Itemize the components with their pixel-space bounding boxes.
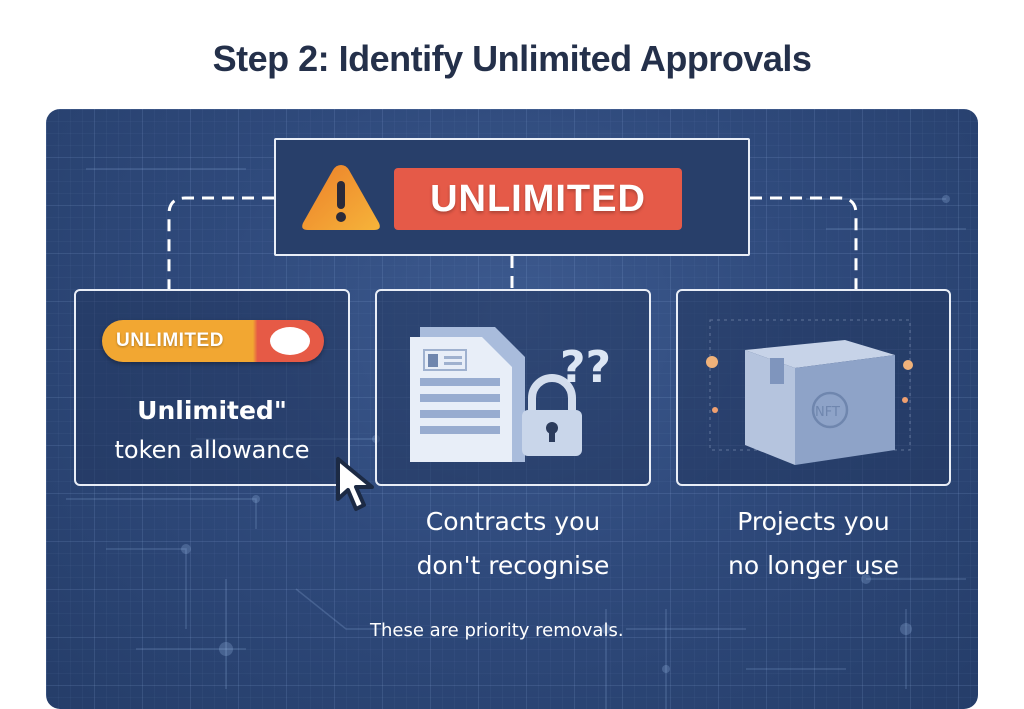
document-lock-question-icon: ?? bbox=[410, 327, 611, 462]
caption-contracts: Contracts you don't recognise bbox=[375, 500, 651, 588]
svg-text:??: ?? bbox=[560, 342, 611, 393]
caption-projects-line-2: no longer use bbox=[728, 551, 899, 580]
caption-contracts-line-2: don't recognise bbox=[416, 551, 610, 580]
toggle-label: UNLIMITED bbox=[116, 330, 224, 351]
card-1-line-2: token allowance bbox=[114, 436, 310, 464]
caption-contracts-line-1: Contracts you bbox=[425, 507, 601, 536]
footer-note: These are priority removals. bbox=[370, 620, 624, 641]
caption-projects-line-1: Projects you bbox=[737, 507, 890, 536]
warning-triangle-icon bbox=[302, 165, 380, 230]
nft-label: NFT bbox=[815, 405, 840, 420]
connector-lines bbox=[0, 0, 1024, 683]
toggle-knob bbox=[270, 327, 310, 355]
card-1-line-1: Unlimited" bbox=[137, 396, 287, 425]
page-title: Step 2: Identify Unlimited Approvals bbox=[212, 38, 812, 79]
mouse-cursor-icon bbox=[336, 457, 374, 511]
caption-projects: Projects you no longer use bbox=[676, 500, 951, 588]
nft-box-icon: NFT bbox=[706, 319, 913, 465]
unlimited-toggle[interactable]: UNLIMITED bbox=[102, 320, 324, 362]
unlimited-badge: UNLIMITED bbox=[394, 168, 682, 230]
